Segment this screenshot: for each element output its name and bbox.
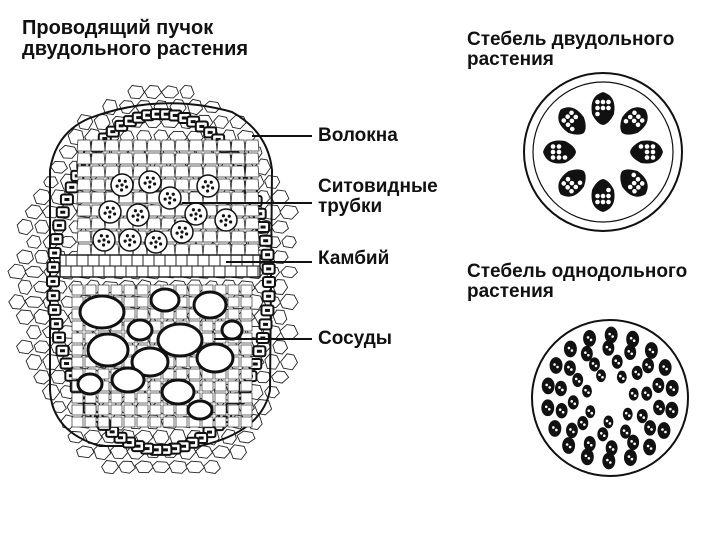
bundle-title-line1: Проводящий пучок bbox=[22, 17, 214, 39]
dicot-title-line2: растения bbox=[467, 48, 554, 70]
bundle-title-line2: двудольного растения bbox=[22, 38, 249, 60]
monocot-title-line1: Стебель однодольного bbox=[467, 261, 688, 282]
monocot-scattered-bundles bbox=[541, 326, 679, 470]
leader-lines bbox=[182, 135, 312, 340]
monocot-stem-title: Стебель однодольного растения bbox=[467, 262, 687, 302]
dicot-stem-title: Стебель двудольного растения bbox=[467, 30, 674, 70]
dicot-title-line1: Стебель двудольного bbox=[467, 29, 675, 50]
monocot-title-line2: растения bbox=[467, 280, 554, 302]
cambium-layer bbox=[59, 254, 261, 278]
label-cambium: Камбий bbox=[318, 248, 390, 269]
label-sieve-tubes: Ситовидные трубки bbox=[318, 177, 438, 217]
bundle-sheath-outline bbox=[49, 102, 274, 447]
vascular-bundle-drawing bbox=[7, 84, 299, 475]
label-vessels: Сосуды bbox=[318, 328, 393, 349]
dicot-bundle-ring bbox=[543, 92, 663, 212]
label-sieve-line2: трубки bbox=[318, 195, 383, 217]
phloem-region bbox=[76, 139, 260, 256]
label-sieve-line1: Ситовидные bbox=[318, 176, 438, 197]
monocot-stem-drawing bbox=[531, 319, 689, 477]
bundle-title: Проводящий пучок двудольного растения bbox=[22, 18, 248, 60]
label-fibers: Волокна bbox=[318, 125, 398, 146]
dicot-stem-drawing bbox=[523, 72, 683, 232]
xylem-region bbox=[71, 284, 253, 428]
